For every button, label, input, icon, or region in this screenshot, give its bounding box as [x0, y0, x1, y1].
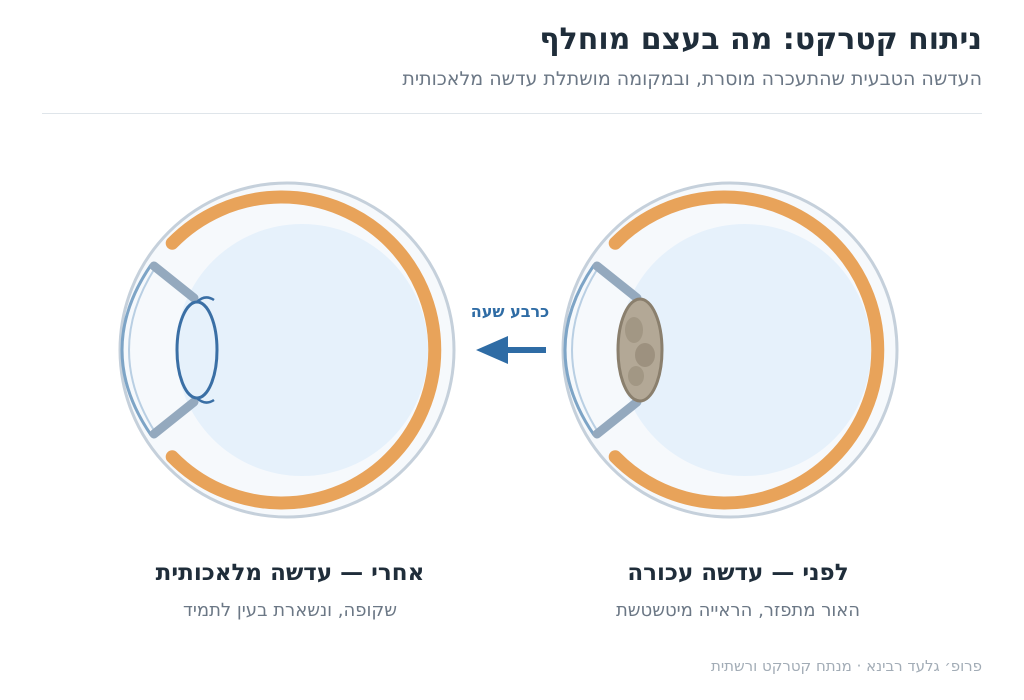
eye-before-cornea-inner: [571, 267, 599, 433]
eye-after-iris-bottom: [149, 397, 199, 439]
before-heading: לפני — עדשה עכורה: [627, 560, 849, 586]
eye-before-iris-bottom: [592, 397, 642, 439]
transition-arrow: כרבע שעה: [471, 302, 549, 364]
eye-before-inner: [619, 224, 871, 476]
eye-before-iris-top: [592, 261, 642, 303]
after-heading: אחרי — עדשה מלאכותית: [155, 560, 425, 586]
lens-haptic-top: [196, 296, 215, 303]
eye-after-inner: [176, 224, 428, 476]
eye-after: [118, 181, 456, 519]
header-divider: [42, 113, 982, 114]
lens-haptic-bottom: [196, 397, 215, 404]
arrow-head: [476, 336, 508, 364]
before-description: האור מתפזר, הראייה מיטשטשת: [615, 600, 861, 621]
eye-before: [561, 181, 899, 519]
footer-credit: פרופ׳ גלעד רבינא · מנתח קטרקט ורשתית: [710, 657, 982, 675]
artificial-lens: [175, 300, 219, 400]
eye-after-cornea-outer: [120, 264, 153, 436]
eye-before-sclera-ring: [608, 190, 885, 510]
cloudy-lens-spot: [625, 317, 643, 343]
eye-after-iris-top: [149, 261, 199, 303]
cloudy-lens-spot: [635, 343, 655, 367]
eye-after-sclera-ring: [165, 190, 442, 510]
page-subtitle: העדשה הטבעית שהתעכרה מוסרת, ובמקומה מושת…: [402, 68, 982, 90]
after-description: שקופה, ונשארת בעין לתמיד: [183, 600, 397, 621]
page-title: ניתוח קטרקט: מה בעצם מוחלף: [539, 22, 982, 57]
eye-after-cornea-inner: [128, 267, 156, 433]
eye-before-cornea-outer: [563, 264, 596, 436]
cloudy-lens-spot: [628, 366, 644, 386]
arrow-duration-label: כרבע שעה: [471, 302, 549, 321]
